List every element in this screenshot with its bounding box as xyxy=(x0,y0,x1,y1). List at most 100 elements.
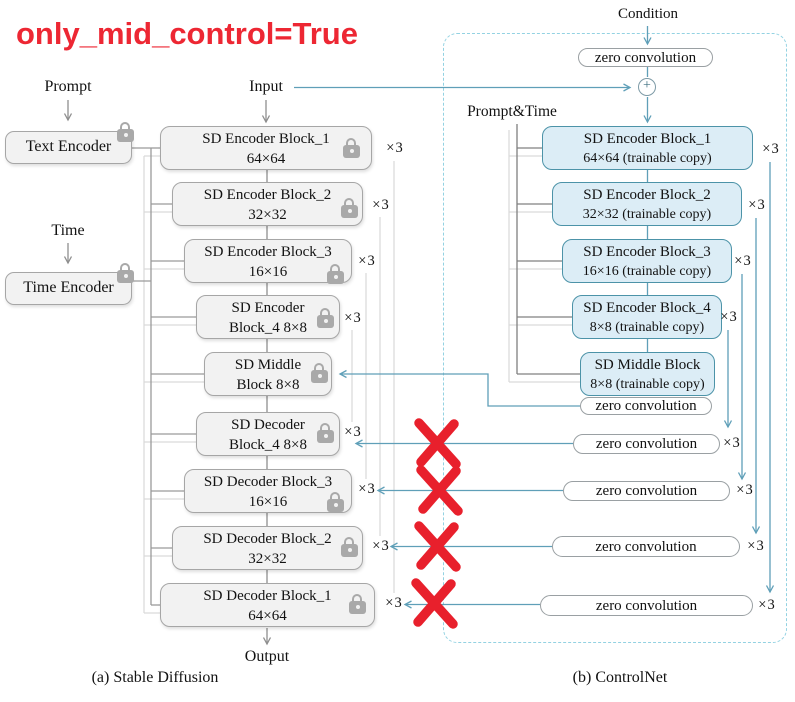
sd-decoder-block-3: SD Decoder Block_3 16×16 xyxy=(184,469,352,513)
time-encoder-block: Time Encoder xyxy=(5,272,132,305)
block-label: SD Encoder Block_2 xyxy=(203,187,332,203)
time-encoder-label: Time Encoder xyxy=(23,279,114,296)
sd-encoder-block-1: SD Encoder Block_1 64×64 xyxy=(160,126,372,170)
multiplier-cn-enc2: ×3 xyxy=(748,197,766,213)
block-sublabel: 8×8 (trainable copy) xyxy=(590,377,705,392)
sd-encoder-block-4: SD Encoder Block_4 8×8 xyxy=(196,295,340,339)
multiplier-cn-enc3: ×3 xyxy=(734,253,752,269)
cross-out-mark xyxy=(414,418,461,469)
multiplier-zero4: ×3 xyxy=(758,597,776,613)
multiplier-dec3: ×3 xyxy=(358,481,376,497)
multiplier-zero1: ×3 xyxy=(723,435,741,451)
block-sublabel: Block 8×8 xyxy=(236,377,300,393)
output-label: Output xyxy=(244,648,290,665)
block-label: SD Decoder Block_3 xyxy=(203,474,333,490)
controlnet-middle-block: SD Middle Block 8×8 (trainable copy) xyxy=(580,352,715,396)
block-label: SD Decoder xyxy=(231,417,305,433)
sd-connectors xyxy=(63,100,272,646)
block-label: SD Decoder Block_1 xyxy=(203,588,332,604)
prompt-and-time-label: Prompt&Time xyxy=(467,103,557,120)
lock-icon xyxy=(327,264,344,284)
block-sublabel: Block_4 8×8 xyxy=(228,320,308,336)
multiplier-cn-enc4: ×3 xyxy=(720,309,738,325)
input-label: Input xyxy=(249,78,283,95)
multiplier-dec4: ×3 xyxy=(344,424,362,440)
add-node-icon: + xyxy=(638,78,656,96)
block-sublabel: 32×32 (trainable copy) xyxy=(582,207,712,222)
lock-icon xyxy=(117,263,134,283)
sd-encoder-block-2: SD Encoder Block_2 32×32 xyxy=(172,182,363,226)
block-label: SD Middle xyxy=(234,357,302,373)
page-title: only_mid_control=True xyxy=(16,16,358,51)
condition-label: Condition xyxy=(617,6,678,22)
block-label: SD Encoder Block_3 xyxy=(583,244,711,260)
multiplier-enc4: ×3 xyxy=(344,310,362,326)
controlnet-encoder-block-3: SD Encoder Block_3 16×16 (trainable copy… xyxy=(562,239,732,283)
caption-stable-diffusion: (a) Stable Diffusion xyxy=(91,669,219,686)
multiplier-enc2: ×3 xyxy=(372,197,390,213)
block-sublabel: 16×16 (trainable copy) xyxy=(582,264,712,279)
multiplier-enc1: ×3 xyxy=(386,140,404,156)
block-label: SD Encoder Block_4 xyxy=(583,300,711,316)
zero-convolution-out-1: zero convolution xyxy=(573,434,720,454)
encoder-feed-lines xyxy=(132,147,204,606)
plus-sign: + xyxy=(643,78,651,93)
time-label: Time xyxy=(51,222,85,239)
multiplier-cn-enc1: ×3 xyxy=(762,141,780,157)
caption-controlnet: (b) ControlNet xyxy=(572,669,668,686)
lock-icon xyxy=(311,363,328,383)
lock-icon xyxy=(343,138,360,158)
block-label: SD Encoder Block_1 xyxy=(583,131,712,147)
sd-decoder-block-2: SD Decoder Block_2 32×32 xyxy=(172,526,363,570)
block-sublabel: 16×16 xyxy=(248,494,288,510)
zero-convolution-middle: zero convolution xyxy=(580,397,712,415)
cross-out-marks xyxy=(411,418,463,629)
block-label: SD Encoder Block_2 xyxy=(583,187,711,203)
lock-icon xyxy=(341,198,358,218)
multiplier-dec1: ×3 xyxy=(385,595,403,611)
lock-icon xyxy=(317,423,334,443)
block-sublabel: 64×64 xyxy=(248,608,287,624)
block-label: SD Decoder Block_2 xyxy=(203,531,332,547)
lock-icon xyxy=(327,492,344,512)
zero-convolution-input: zero convolution xyxy=(578,48,713,67)
block-sublabel: 32×32 xyxy=(248,207,287,223)
block-label: SD Middle Block xyxy=(594,357,701,373)
multiplier-zero3: ×3 xyxy=(747,538,765,554)
block-sublabel: Block_4 8×8 xyxy=(228,437,308,453)
lock-icon xyxy=(317,308,334,328)
cross-out-mark xyxy=(414,521,461,572)
controlnet-encoder-block-2: SD Encoder Block_2 32×32 (trainable copy… xyxy=(552,182,742,226)
cross-out-mark xyxy=(416,465,463,516)
multiplier-enc3: ×3 xyxy=(358,253,376,269)
zero-convolution-out-3: zero convolution xyxy=(552,536,740,557)
sd-decoder-block-4: SD Decoder Block_4 8×8 xyxy=(196,412,340,456)
multiplier-dec2: ×3 xyxy=(372,538,390,554)
block-sublabel: 16×16 xyxy=(248,264,288,280)
controlnet-boundary xyxy=(443,33,787,643)
block-sublabel: 64×64 xyxy=(246,151,286,167)
sd-decoder-block-1: SD Decoder Block_1 64×64 xyxy=(160,583,375,627)
block-label: SD Encoder Block_1 xyxy=(202,131,330,147)
lock-icon xyxy=(349,594,366,614)
cross-out-mark xyxy=(411,578,458,629)
block-sublabel: 64×64 (trainable copy) xyxy=(583,151,712,166)
zero-convolution-out-2: zero convolution xyxy=(563,481,730,501)
controlnet-encoder-block-1: SD Encoder Block_1 64×64 (trainable copy… xyxy=(542,126,753,170)
controlnet-encoder-block-4: SD Encoder Block_4 8×8 (trainable copy) xyxy=(572,295,722,339)
prompt-time-feed-lines xyxy=(516,124,580,375)
text-encoder-label: Text Encoder xyxy=(25,138,112,155)
lock-icon xyxy=(117,122,134,142)
text-encoder-block: Text Encoder xyxy=(5,131,132,164)
prompt-label: Prompt xyxy=(44,78,92,95)
multiplier-zero2: ×3 xyxy=(736,482,754,498)
lock-icon xyxy=(341,537,358,557)
block-label: SD Encoder Block_3 xyxy=(204,244,332,260)
block-label: SD Encoder xyxy=(231,300,305,316)
sd-encoder-block-3: SD Encoder Block_3 16×16 xyxy=(184,239,352,283)
sd-middle-block: SD Middle Block 8×8 xyxy=(204,352,332,396)
block-sublabel: 32×32 xyxy=(248,551,287,567)
zero-convolution-out-4: zero convolution xyxy=(540,595,753,616)
